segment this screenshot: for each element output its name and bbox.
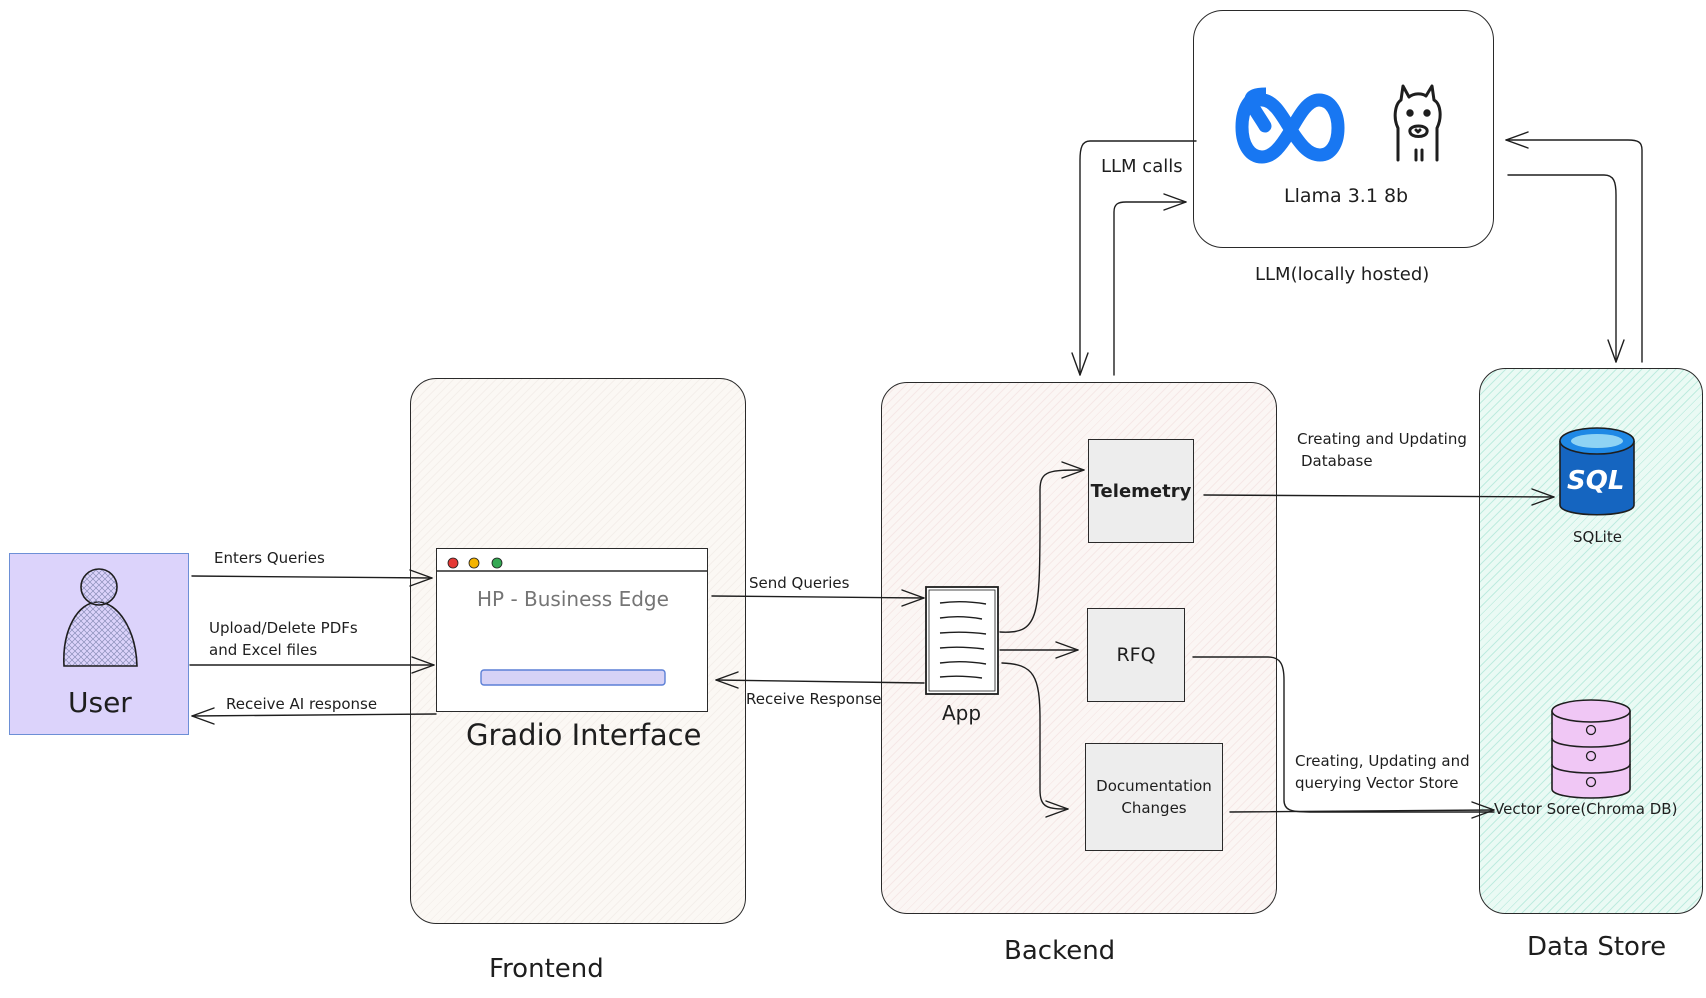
- llm-model-name: Llama 3.1 8b: [1284, 185, 1409, 207]
- rfq-to-vector-arrow: [1192, 656, 1495, 813]
- enters-queries-arrow: [191, 575, 433, 579]
- sqlite-label: SQLite: [1573, 528, 1622, 546]
- flow-arrows: [189, 131, 1643, 819]
- datastore-to-llm-arrow: [1505, 139, 1643, 363]
- telemetry-label: Telemetry: [1090, 480, 1192, 502]
- llm-caption: LLM(locally hosted): [1255, 264, 1430, 285]
- vs-flow-label-line1: Creating, Updating and: [1295, 752, 1470, 770]
- send-queries-arrow: [711, 595, 925, 599]
- llm-to-datastore-arrow: [1507, 174, 1617, 363]
- llama-icon: [1393, 84, 1442, 162]
- docs-to-vector-arrow: [1229, 809, 1495, 813]
- telemetry-module: Telemetry: [1088, 439, 1194, 543]
- receive-response-arrow: [715, 679, 925, 684]
- close-dot-icon: [447, 557, 459, 569]
- window-title: HP - Business Edge: [477, 587, 669, 611]
- app-to-telemetry-arrow: [999, 469, 1085, 633]
- receive-response-label: Receive Response: [746, 690, 882, 708]
- llm-calls-label: LLM calls: [1101, 156, 1183, 177]
- app-label: App: [942, 701, 982, 725]
- db-flow-label-line1: Creating and Updating: [1297, 430, 1467, 448]
- vs-flow-label-line2: querying Vector Store: [1295, 774, 1459, 792]
- llm-to-backend-arrow: [1079, 140, 1197, 376]
- upload-label-line2: and Excel files: [209, 641, 318, 659]
- send-queries-label: Send Queries: [749, 574, 850, 592]
- rfq-label: RFQ: [1116, 644, 1156, 666]
- documentation-changes-module: Documentation Changes: [1085, 743, 1223, 851]
- db-flow-label-line2: Database: [1301, 452, 1373, 470]
- telemetry-to-sqlite-arrow: [1203, 494, 1555, 498]
- app-document-icon: [925, 586, 999, 695]
- backend-section-label: Backend: [1004, 936, 1116, 966]
- sql-database-icon: [1559, 427, 1635, 516]
- data-store-section-label: Data Store: [1527, 932, 1667, 962]
- sql-icon-text: SQL: [1567, 466, 1625, 496]
- minimize-dot-icon: [468, 557, 480, 569]
- documentation-label-line1: Documentation: [1096, 777, 1212, 795]
- user-person-icon: [63, 568, 138, 667]
- vector-store-label: Vector Sore(Chroma DB): [1494, 800, 1678, 818]
- vector-store-icon: [1551, 699, 1631, 799]
- app-to-docs-arrow: [1001, 662, 1069, 810]
- receive-ai-arrow: [191, 713, 437, 717]
- user-label: User: [68, 686, 132, 719]
- frontend-section-label: Frontend: [489, 954, 604, 984]
- documentation-label-line2: Changes: [1121, 799, 1187, 817]
- enters-queries-label: Enters Queries: [214, 549, 325, 567]
- window-controls: [437, 557, 707, 572]
- meta-logo-icon: [1235, 87, 1345, 164]
- backend-to-llm-arrow: [1113, 201, 1187, 376]
- receive-ai-label: Receive AI response: [226, 695, 378, 713]
- gradio-input-bar: [480, 669, 666, 686]
- maximize-dot-icon: [491, 557, 503, 569]
- upload-label-line1: Upload/Delete PDFs: [209, 619, 358, 637]
- gradio-interface-label: Gradio Interface: [466, 718, 702, 752]
- rfq-module: RFQ: [1087, 608, 1185, 702]
